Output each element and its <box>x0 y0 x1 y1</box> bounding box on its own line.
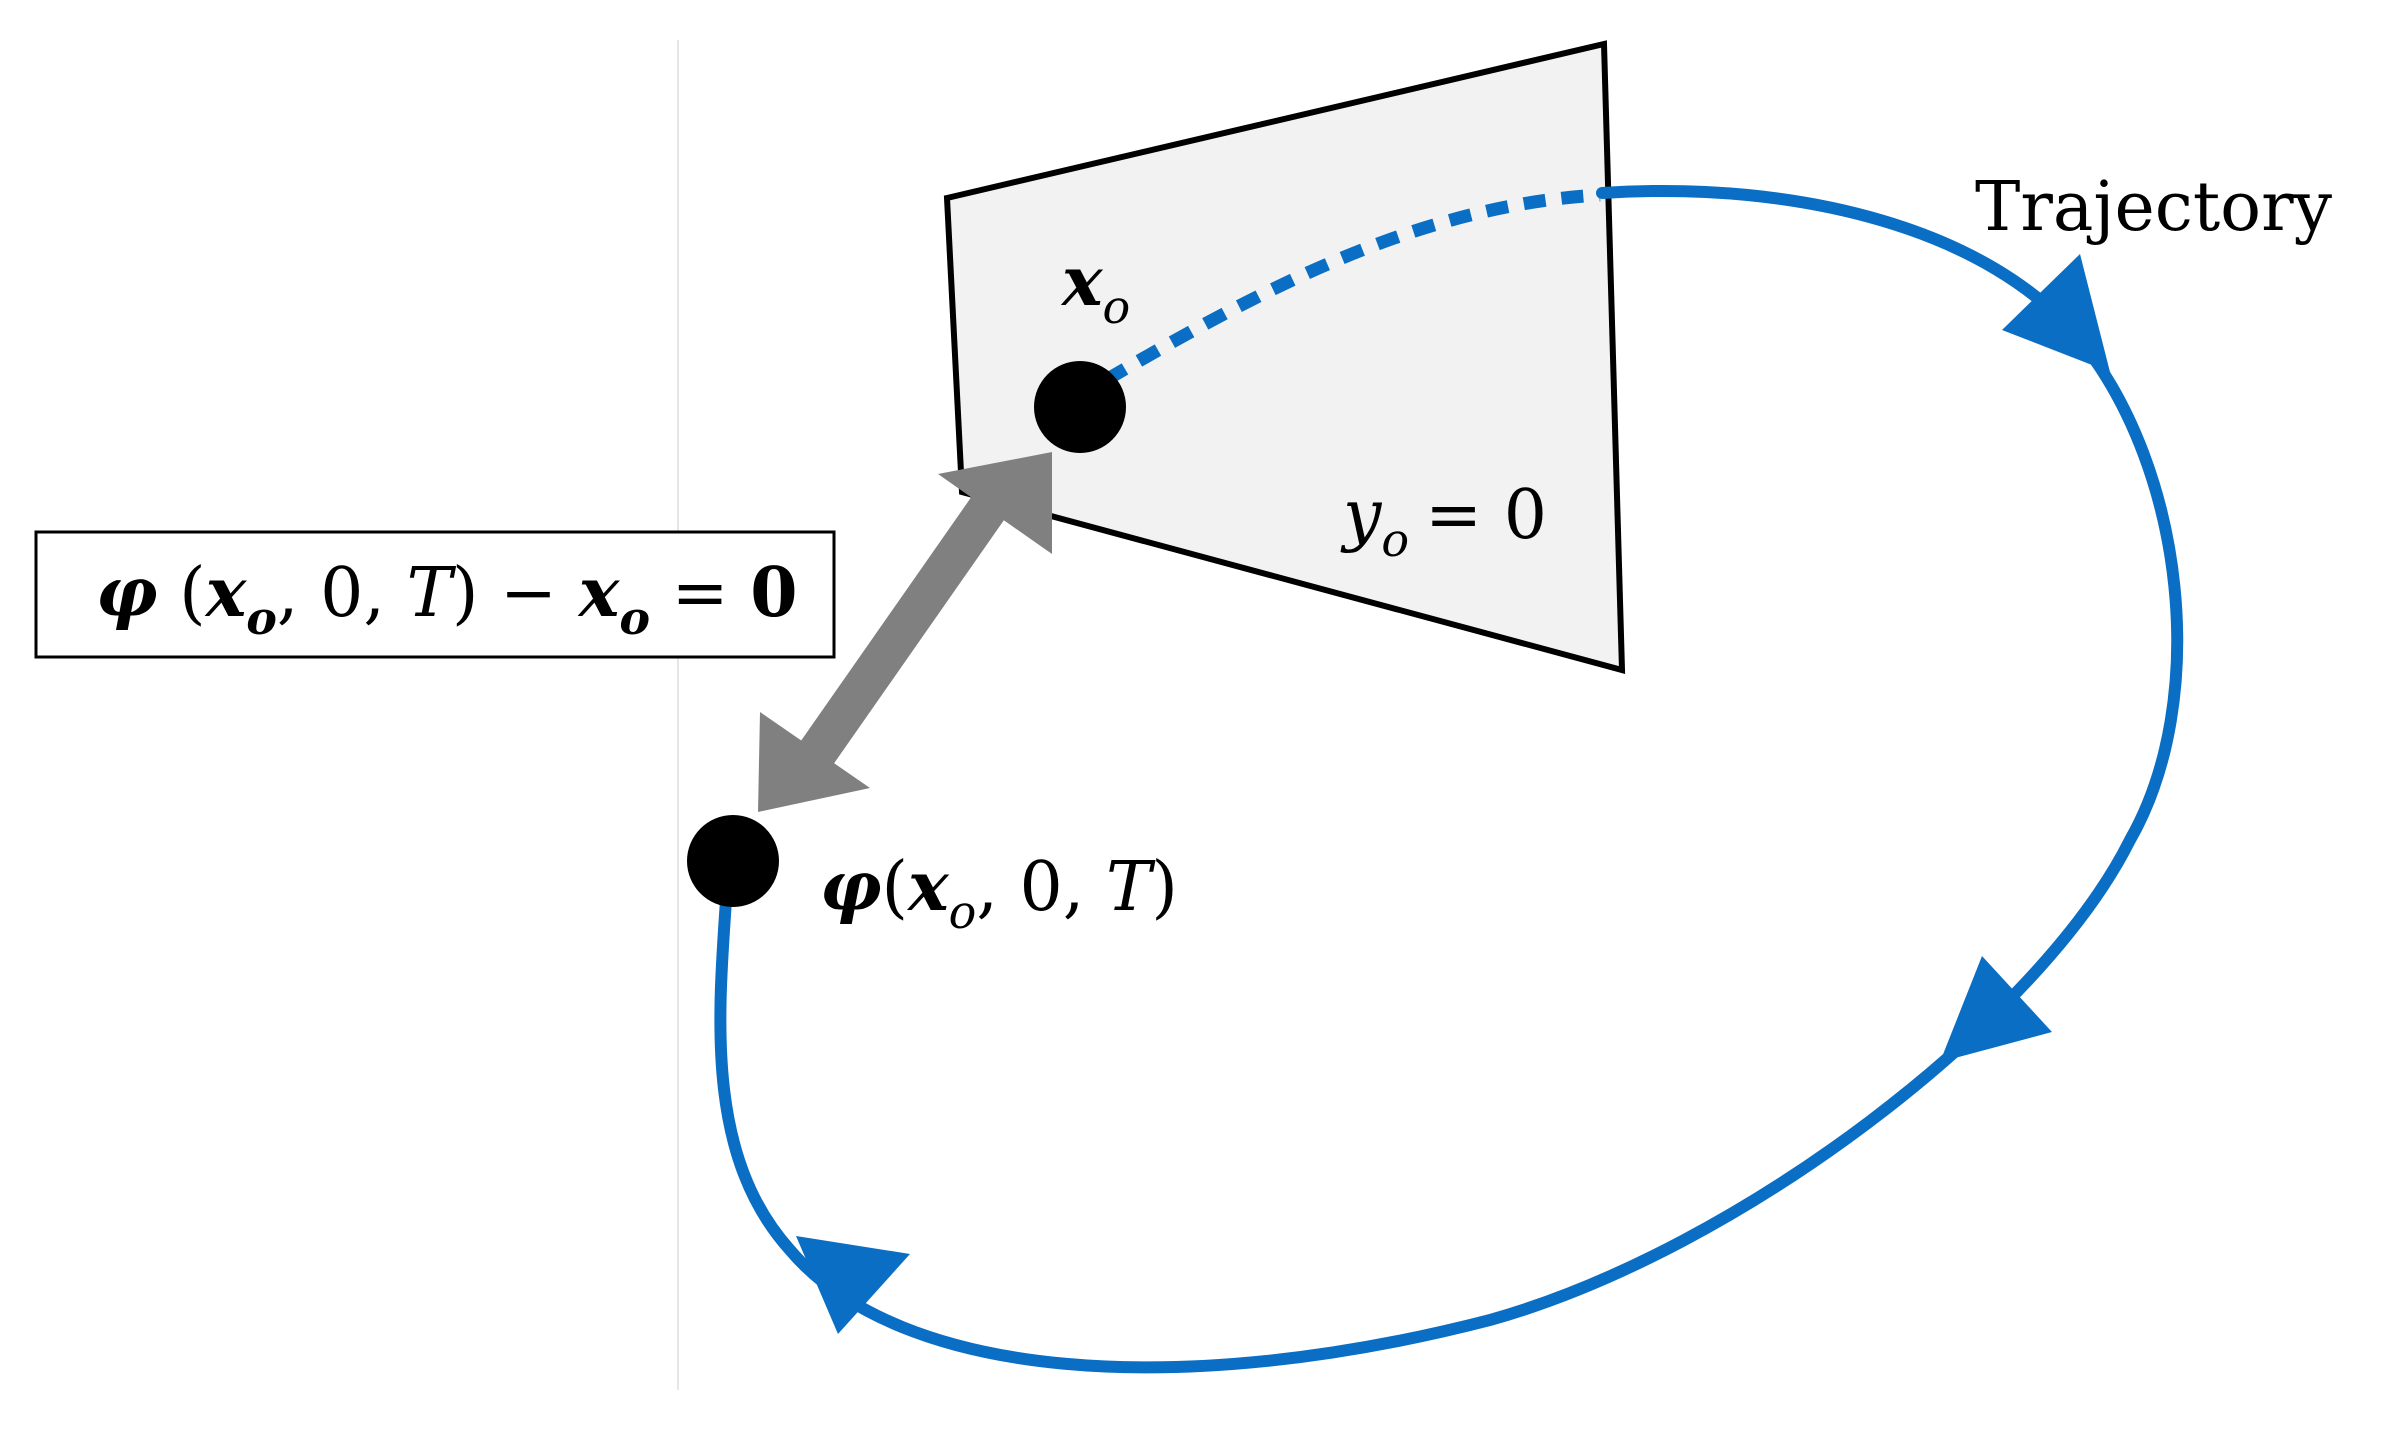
point-x-label: xo <box>1060 242 1130 334</box>
periodicity-condition-label: φ (xo, 0, T) − xo = 0 <box>96 553 798 645</box>
point-phi-label: φ(xo, 0, T) <box>820 847 1178 939</box>
plane-equation-label: yo= 0 <box>1340 476 1547 567</box>
trajectory-label: Trajectory <box>1975 168 2333 247</box>
triangle-arrowhead-icon <box>1940 956 2052 1062</box>
trajectory-dotted-segment <box>1102 188 1601 386</box>
triangle-arrowhead-icon <box>796 1236 910 1334</box>
triangle-arrowhead-icon <box>2002 254 2110 372</box>
condition-box <box>34 530 836 659</box>
double-headed-arrow-icon <box>758 452 1052 812</box>
return-point-phi <box>687 815 779 907</box>
initial-point-xo <box>1034 361 1126 453</box>
poincare-section-plane <box>943 40 1626 674</box>
